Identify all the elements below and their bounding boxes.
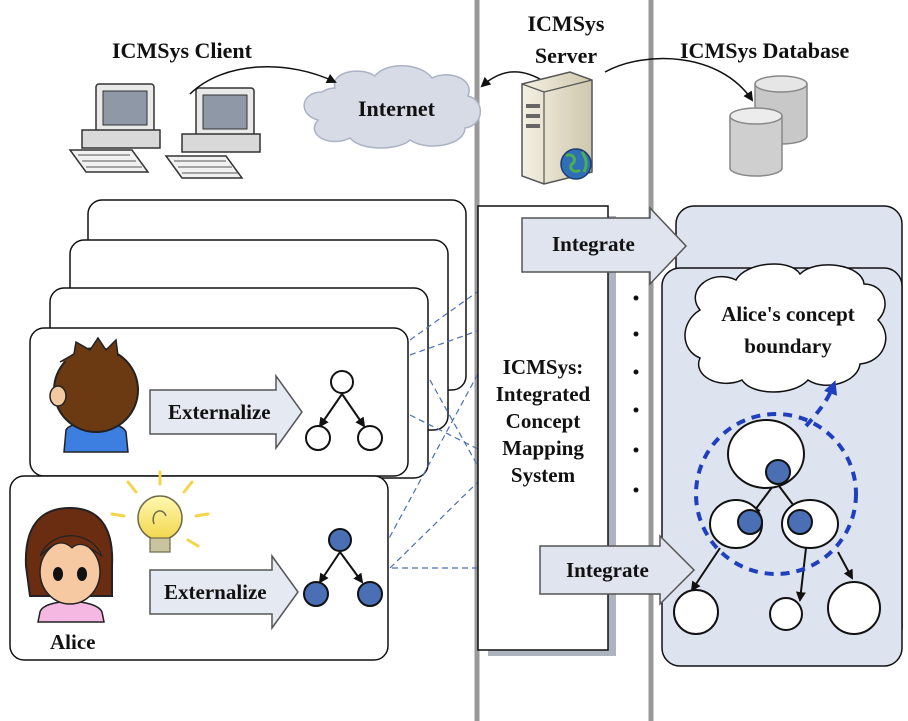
concept-boundary-cloud	[684, 263, 887, 393]
client-computer-icon	[68, 83, 161, 173]
boundary-pointer-arrow	[804, 380, 838, 428]
integrate-label-bottom: Integrate	[566, 558, 649, 582]
concept-tree-alice	[303, 528, 383, 607]
integrate-arrow-bottom	[539, 534, 696, 606]
server-panel-line1: ICMSys:	[502, 355, 584, 379]
concept-tree-empty	[305, 370, 383, 451]
server-label-line2: Server	[534, 43, 598, 68]
externalize-arrow-alice	[149, 553, 299, 631]
concept-boundary-line2: boundary	[744, 334, 832, 358]
alice-name-label: Alice	[50, 630, 96, 654]
client-to-internet-arrow	[189, 66, 337, 95]
lightbulb-icon	[110, 470, 210, 553]
concept-boundary-label: Alice's concept boundary	[690, 298, 886, 362]
server-panel-line5: System	[510, 463, 576, 487]
internet-label: Internet	[358, 96, 435, 121]
server-label-line1: ICMSys	[527, 11, 605, 36]
integrated-concept-tree	[673, 419, 881, 635]
client-computer-icon	[164, 87, 261, 179]
integrate-arrow-top	[521, 206, 688, 286]
integrate-label-top: Integrate	[552, 232, 635, 256]
externalize-arrow	[149, 373, 303, 451]
user-avatar-icon	[49, 336, 139, 453]
server-label: ICMSys Server	[496, 8, 636, 72]
panel-connection-lines	[379, 289, 540, 569]
alice-avatar-icon	[24, 506, 114, 623]
database-icon	[729, 75, 808, 177]
database-label: ICMSys Database	[680, 38, 850, 63]
server-panel-line2: Integrated	[495, 382, 591, 406]
server-panel-title: ICMSys: Integrated Concept Mapping Syste…	[478, 354, 608, 489]
server-to-database-arrow	[604, 57, 754, 102]
externalize-label-top: Externalize	[168, 400, 271, 424]
client-label: ICMSys Client	[112, 38, 252, 63]
alice-panel	[9, 475, 389, 661]
server-to-internet-arrow	[480, 71, 546, 88]
server-icon	[521, 71, 593, 185]
concept-boundary-circle	[694, 412, 858, 576]
ellipsis-dots	[633, 295, 639, 493]
internet-cloud-icon	[303, 65, 482, 149]
server-panel-line4: Mapping	[502, 436, 584, 460]
server-panel-line3: Concept	[505, 409, 581, 433]
externalize-label-alice: Externalize	[164, 580, 267, 604]
concept-boundary-line1: Alice's concept	[721, 302, 855, 326]
